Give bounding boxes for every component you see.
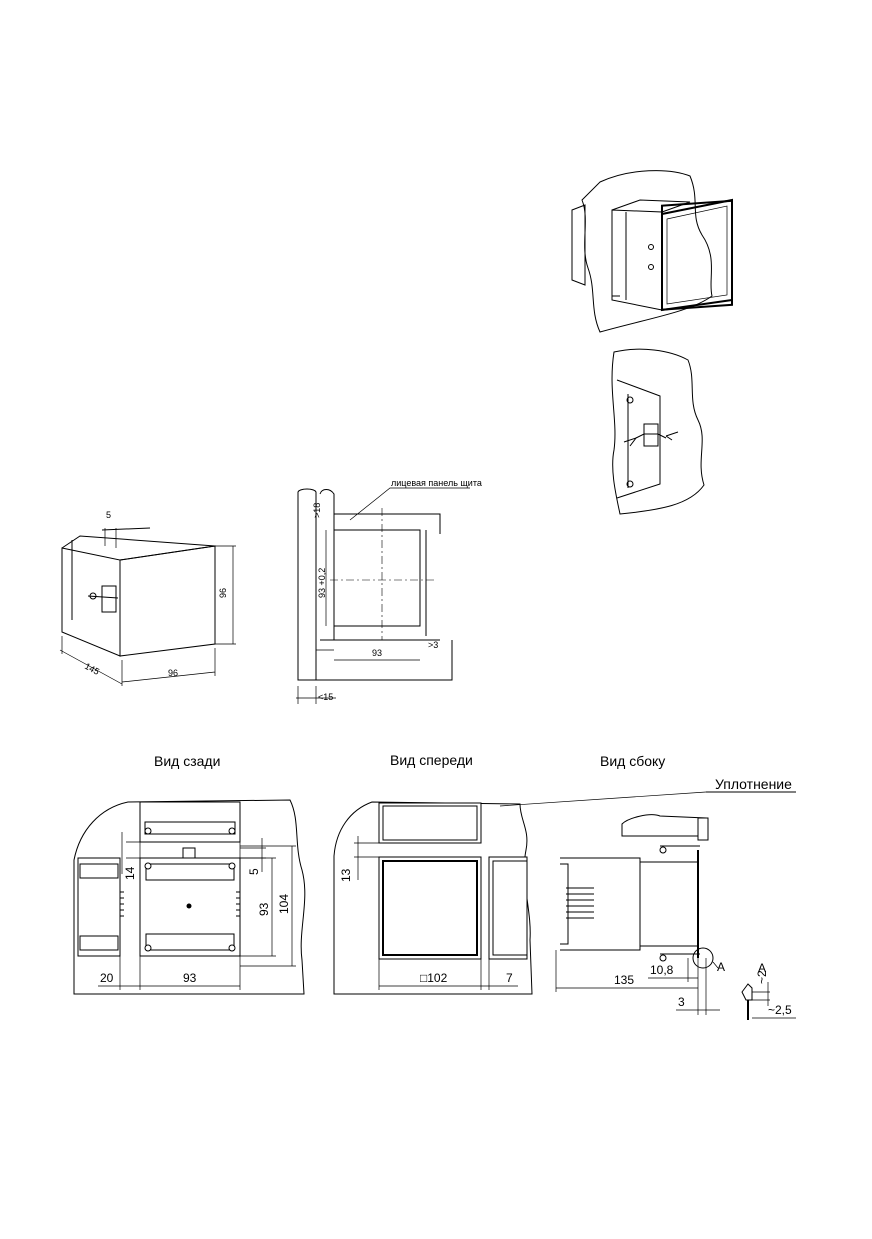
front-view: 13 □102 7	[333, 801, 533, 995]
front-view-title: Вид спереди	[390, 752, 473, 768]
panel-mount-illustration	[571, 170, 733, 333]
front-dim-7: 7	[506, 971, 513, 985]
dim-15: <15	[318, 692, 333, 702]
dim-18: >18	[312, 503, 322, 518]
rear-dim-93-horizontal: 93	[183, 971, 197, 985]
rear-dim-104: 104	[277, 894, 291, 914]
rear-dim-20: 20	[100, 971, 114, 985]
dim-93-tolerance: 93 +0,2	[317, 568, 327, 598]
dim-5: 5	[106, 510, 111, 520]
seal-label: Уплотнение	[715, 776, 792, 792]
side-view-title: Вид сбоку	[600, 753, 665, 769]
front-dim-102: □102	[420, 971, 448, 985]
rear-dim-93-vertical: 93	[257, 902, 271, 916]
dim-96-width: 96	[168, 668, 178, 678]
isometric-device-drawing: 5 96 96 145	[59, 510, 236, 686]
rear-dim-14: 14	[123, 866, 137, 880]
rear-view: 14 5 93 104 20 93	[73, 799, 306, 995]
detail-a-label: A	[758, 961, 766, 975]
detail-a: A ~2 ~2,5	[741, 961, 796, 1020]
side-dim-135: 135	[614, 973, 634, 987]
dim-3: >3	[428, 640, 438, 650]
dim-145: 145	[83, 661, 101, 677]
rear-view-title: Вид сзади	[154, 753, 220, 769]
side-callout-a: A	[717, 960, 725, 974]
detail-dim-2: ~2	[755, 970, 769, 984]
side-dim-10-8: 10,8	[650, 963, 674, 977]
dim-93-cutout: 93	[372, 648, 382, 658]
rear-dim-5: 5	[247, 868, 261, 875]
front-dim-13: 13	[339, 868, 353, 882]
side-dim-3: 3	[678, 995, 685, 1009]
panel-face-label: лицевая панель щита	[391, 478, 482, 488]
clamp-illustration	[611, 348, 705, 515]
dim-96-height: 96	[218, 588, 228, 598]
detail-dim-2-5: ~2,5	[768, 1003, 792, 1017]
side-view: A 135 10,8 3	[555, 814, 725, 1015]
panel-cutout-section: лицевая панель щита >18 93 +0,2 93 >3 <1…	[296, 478, 482, 704]
